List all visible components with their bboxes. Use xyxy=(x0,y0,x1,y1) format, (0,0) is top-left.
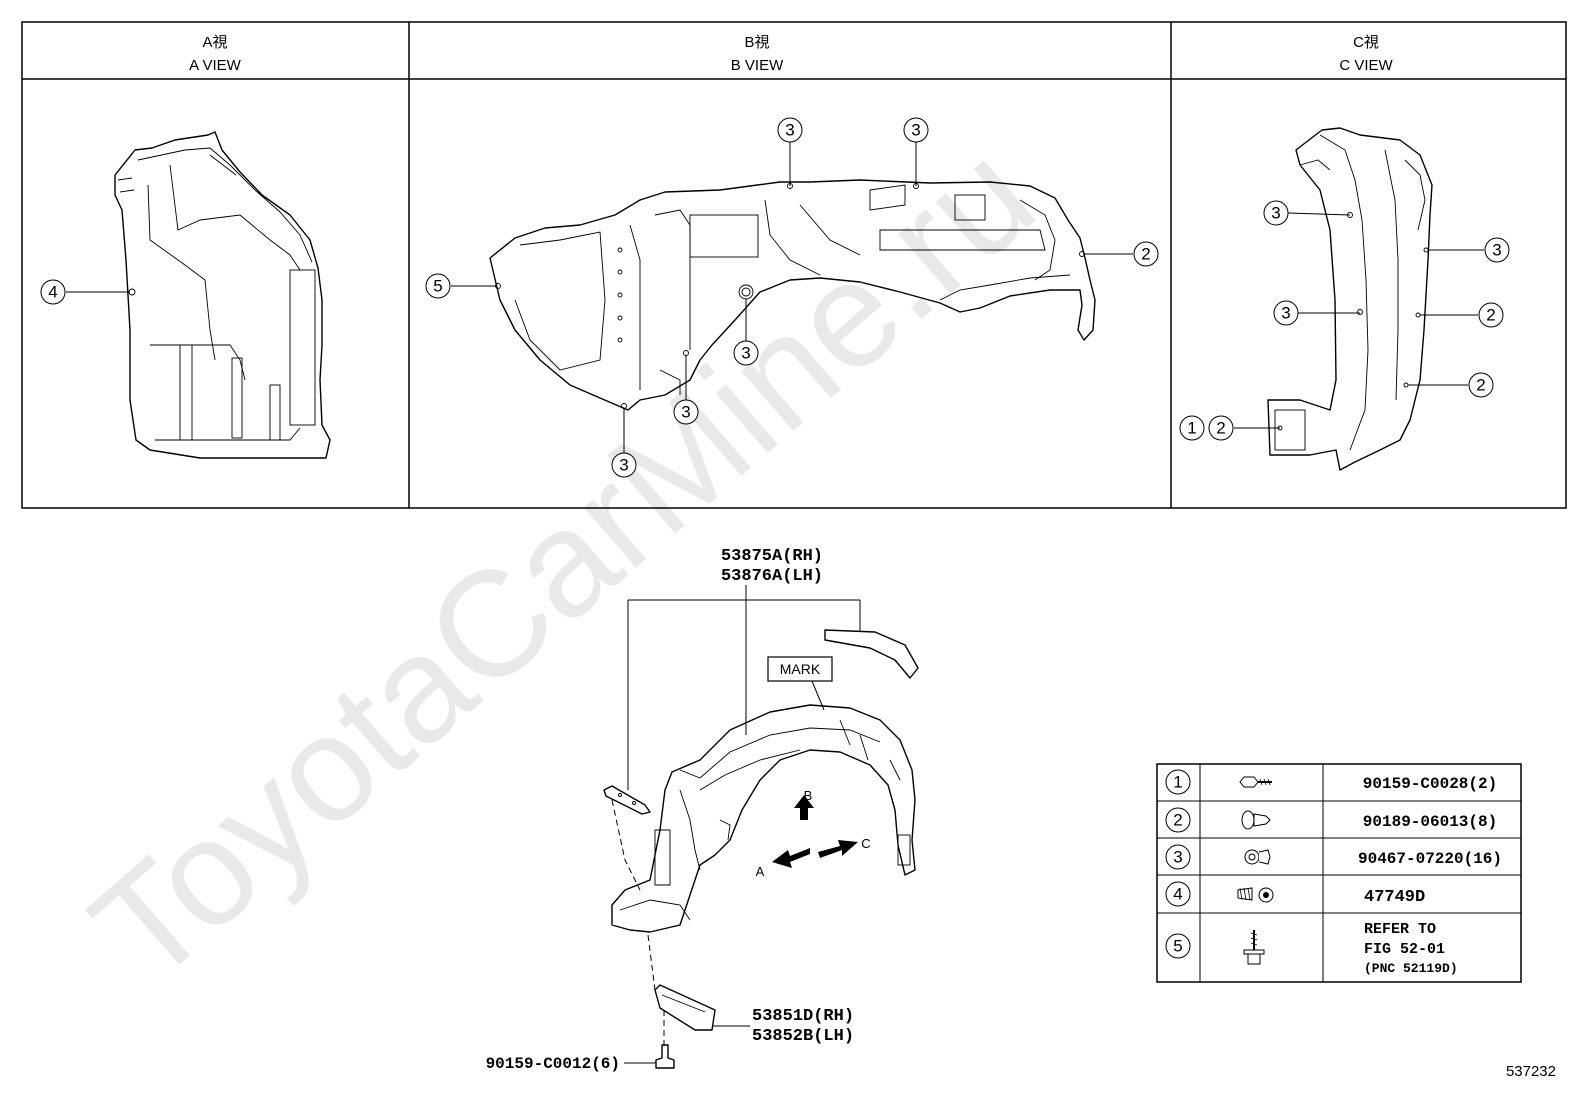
callout-c-4: 2 xyxy=(1420,302,1504,328)
callout-number: 2 xyxy=(1476,376,1485,395)
callout-number: 1 xyxy=(1187,419,1196,438)
legend-number: 5 xyxy=(1173,937,1182,956)
b-view-drawing xyxy=(489,179,1096,411)
callout-b-5: 3 xyxy=(733,299,759,366)
figure-id: 537232 xyxy=(1506,1063,1556,1080)
upper-bracket-drawing xyxy=(603,785,651,891)
callout-c-6: 1 xyxy=(1179,415,1205,441)
callout-number: 3 xyxy=(1281,304,1290,323)
callout-number: 4 xyxy=(48,283,57,302)
arrow-c-label: C xyxy=(861,836,870,851)
callout-number: 3 xyxy=(785,121,794,140)
fastener-legend-table xyxy=(1156,763,1522,983)
b-view-label-jp: B視 xyxy=(744,34,769,51)
legend-row: 3 90467-07220(16) xyxy=(1165,844,1502,870)
arrow-b-label: B xyxy=(804,788,813,803)
clip-icon xyxy=(1241,810,1271,830)
c-view-label-jp: C視 xyxy=(1353,34,1379,51)
a-view-drawing xyxy=(114,131,331,459)
legend-row: 2 90189-06013(8) xyxy=(1165,807,1497,833)
callout-c-1: 3 xyxy=(1263,200,1351,226)
legend-number: 4 xyxy=(1173,885,1182,904)
callout-number: 2 xyxy=(1216,419,1225,438)
bracket-lh-part-number: 53852B(LH) xyxy=(752,1027,854,1046)
callout-number: 2 xyxy=(1141,245,1150,264)
view-direction-arrows: B A C xyxy=(756,788,871,879)
liner-reference-bracket xyxy=(627,585,861,790)
callout-c-7: 2 xyxy=(1208,415,1280,441)
mark-label-box: MARK xyxy=(767,656,833,711)
bolt-icon xyxy=(1239,776,1272,788)
mark-label: MARK xyxy=(780,661,821,677)
legend-number: 3 xyxy=(1173,848,1182,867)
push-clip-icon xyxy=(1244,849,1271,865)
bracket-rh-part-number: 53851D(RH) xyxy=(752,1007,854,1026)
legend-number: 1 xyxy=(1173,773,1182,792)
c-view-drawing xyxy=(1267,127,1433,471)
watermark: ToyotaCarMine.ru xyxy=(61,111,1065,1014)
b-view-label-en: B VIEW xyxy=(731,57,784,74)
fender-liner-drawing xyxy=(611,629,919,933)
callout-number: 3 xyxy=(741,344,750,363)
legend-note-line-2: FIG 52-01 xyxy=(1364,941,1445,958)
flange-bolt-icon xyxy=(1243,930,1265,965)
view-table xyxy=(21,21,1567,509)
bolt-part-number: 90159-C0012(6) xyxy=(486,1055,620,1073)
callout-c-3: 3 xyxy=(1428,237,1510,263)
callout-number: 5 xyxy=(433,277,442,296)
callout-c-5: 2 xyxy=(1408,372,1494,398)
callout-number: 3 xyxy=(911,121,920,140)
callout-b-2: 3 xyxy=(903,117,929,186)
a-view-label-jp: A視 xyxy=(202,34,227,51)
c-view-label-en: C VIEW xyxy=(1339,57,1393,74)
callout-number: 3 xyxy=(1492,241,1501,260)
callout-number: 3 xyxy=(619,456,628,475)
legend-part-number: 90467-07220(16) xyxy=(1358,850,1502,868)
legend-number: 2 xyxy=(1173,811,1182,830)
legend-part-number: 90189-06013(8) xyxy=(1363,813,1497,831)
callout-number: 3 xyxy=(681,403,690,422)
callout-b-1: 3 xyxy=(777,117,803,186)
liner-rh-part-number: 53875A(RH) xyxy=(721,547,823,566)
legend-note-line-1: REFER TO xyxy=(1364,921,1436,938)
lower-bracket-drawing xyxy=(624,934,750,1069)
screw-grommet-icon xyxy=(1237,887,1274,903)
callout-c-2: 3 xyxy=(1273,300,1360,326)
callout-number: 2 xyxy=(1486,306,1495,325)
a-view-label-en: A VIEW xyxy=(189,57,242,74)
legend-part-number: 90159-C0028(2) xyxy=(1363,775,1497,793)
liner-lh-part-number: 53876A(LH) xyxy=(721,567,823,586)
legend-note-line-3: (PNC 52119D) xyxy=(1364,961,1458,976)
callout-number: 3 xyxy=(1271,204,1280,223)
callout-b-4: 5 xyxy=(425,273,496,299)
legend-row: 4 47749D xyxy=(1165,881,1425,907)
callout-b-6: 3 xyxy=(673,355,699,425)
arrow-a-label: A xyxy=(756,864,765,879)
callout-b-3: 2 xyxy=(1084,241,1159,267)
legend-part-number: 47749D xyxy=(1364,888,1425,907)
legend-row: 5 REFER TO FIG 52-01 (PNC 52119D) xyxy=(1165,921,1458,976)
callout-a-1: 4 xyxy=(40,279,130,305)
legend-row: 1 90159-C0028(2) xyxy=(1165,769,1497,795)
callout-b-7: 3 xyxy=(611,408,637,478)
